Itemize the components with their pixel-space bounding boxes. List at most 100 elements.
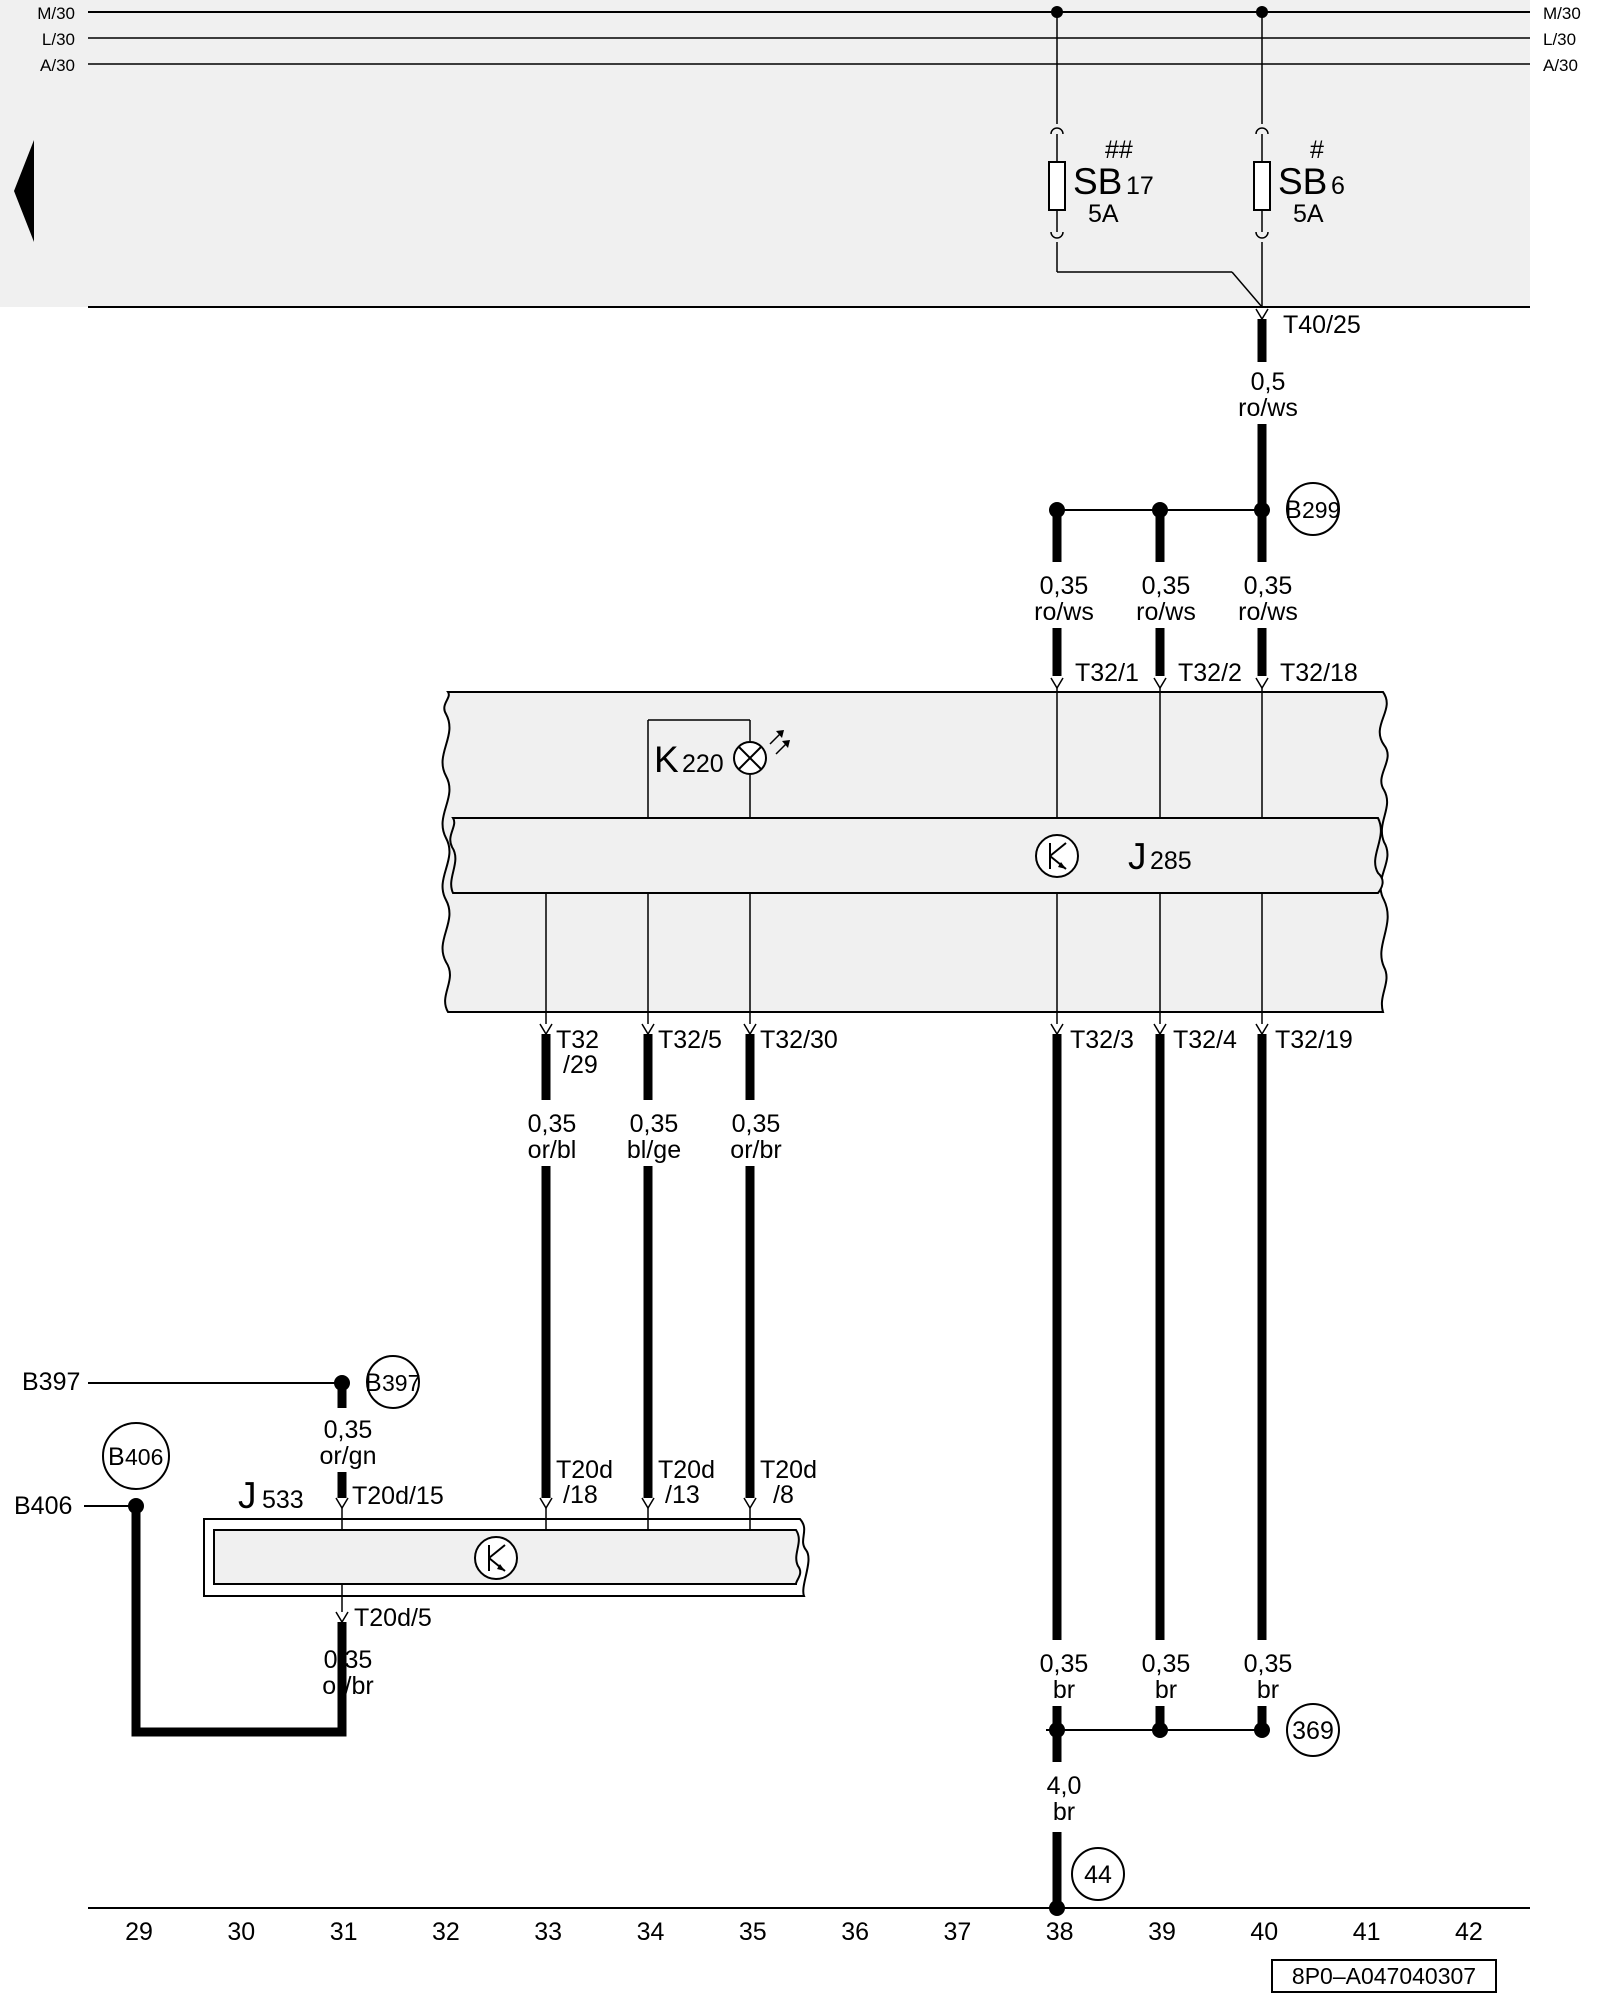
gateway-j533: B397 B 397 0,35 or/gn B 406 B406 T20d/15…: [14, 1355, 817, 1737]
column-number: 42: [1455, 1918, 1483, 1946]
column-number: 33: [534, 1918, 562, 1946]
wire-35-color: or/br: [730, 1136, 781, 1164]
splice-b299-symbol: [1286, 482, 1340, 536]
lamp-k220-number: 220: [682, 750, 724, 778]
wire-38-top-color: ro/ws: [1034, 598, 1094, 626]
connector-t20d-8-label-a: T20d: [760, 1456, 817, 1484]
rail-a30-label-left: A/30: [40, 56, 75, 75]
fuse-sb17-id: SB: [1073, 161, 1122, 202]
fuse-sb6-id: SB: [1278, 161, 1327, 202]
connector-t32-2-label: T32/2: [1178, 659, 1242, 687]
column-number: 35: [739, 1918, 767, 1946]
fuse-sb6: # SB 6 5A: [1253, 6, 1345, 307]
data-wires: 0,35 or/bl 0,35 bl/ge 0,35 or/br: [528, 1034, 782, 1498]
connector-t20d-15-label: T20d/15: [352, 1482, 444, 1510]
wire-31-bot-size: 0,35: [324, 1646, 373, 1674]
wire-34-size: 0,35: [630, 1110, 679, 1138]
connector-t32-4-label: T32/4: [1173, 1026, 1237, 1054]
side-label-b397: B397: [22, 1368, 80, 1396]
splice-b299-letter: B: [1285, 496, 1302, 524]
connector-t40-25-icon: [1255, 308, 1269, 321]
connector-t32-29-label-a: T32: [556, 1026, 599, 1054]
column-number: 29: [125, 1918, 153, 1946]
wire-ground-color: br: [1053, 1798, 1075, 1826]
wire-31-bot-color: or/br: [322, 1672, 373, 1700]
column-number: 32: [432, 1918, 460, 1946]
rail-m30-label-left: M/30: [37, 4, 75, 23]
wire-38-bot-color: br: [1053, 1676, 1075, 1704]
control-unit-j285-letter: J: [1128, 836, 1147, 877]
control-unit-j285: J 285: [441, 688, 1389, 1024]
column-number: 34: [637, 1918, 665, 1946]
splice-b397-symbol: [366, 1355, 420, 1409]
wire-39-bot-color: br: [1155, 1676, 1177, 1704]
splice-b397-letter: B: [365, 1369, 382, 1397]
connector-t32-1-label: T32/1: [1075, 659, 1139, 687]
side-label-b406: B406: [14, 1492, 72, 1520]
connector-t32-30-label: T32/30: [760, 1026, 838, 1054]
splice-b406-letter: B: [108, 1443, 125, 1471]
column-number: 37: [943, 1918, 971, 1946]
column-number: 36: [841, 1918, 869, 1946]
fuse-sb6-mark: #: [1310, 136, 1324, 164]
previous-page-arrow-icon[interactable]: [14, 140, 34, 242]
warning-lamp-k220: K 220: [647, 719, 790, 818]
wire-main-color: ro/ws: [1238, 394, 1298, 422]
figure-code: 8P0–A047040307: [1292, 1963, 1476, 1989]
upper-branch-wires: 0,35 ro/ws 0,35 ro/ws 0,35 ro/ws T32/1 T…: [1034, 510, 1358, 690]
supply-rails: M/30 L/30 A/30 M/30 L/30 A/30: [37, 4, 1581, 75]
connector-t32-5-label: T32/5: [658, 1026, 722, 1054]
ground-point-44-label: 44: [1084, 1861, 1112, 1889]
rail-l30-label-right: L/30: [1543, 30, 1576, 49]
fuse-panel-background: [0, 0, 1530, 307]
fuse-sb17-body: [1048, 161, 1066, 211]
fuse-sb17: ## SB 17 5A: [1048, 6, 1263, 308]
splice-b397-number: 397: [382, 1370, 420, 1396]
ground-point-44-symbol: [1071, 1847, 1125, 1901]
fuse-sb6-body: [1253, 161, 1271, 211]
ground-point-369-label: 369: [1292, 1717, 1334, 1745]
lamp-k220-letter: K: [654, 739, 679, 780]
column-number: 39: [1148, 1918, 1176, 1946]
connector-t20d-18-label-b: /18: [563, 1481, 598, 1509]
wire-39-top-size: 0,35: [1142, 572, 1191, 600]
connector-t32-18-label: T32/18: [1280, 659, 1358, 687]
wire-38-bot-size: 0,35: [1040, 1650, 1089, 1678]
column-number: 40: [1250, 1918, 1278, 1946]
wire-40-bot-color: br: [1257, 1676, 1279, 1704]
control-unit-j285-band: [449, 817, 1384, 894]
wire-33-size: 0,35: [528, 1110, 577, 1138]
column-number: 30: [227, 1918, 255, 1946]
fuse-sb17-number: 17: [1126, 172, 1154, 200]
connector-t20d-18-label-a: T20d: [556, 1456, 613, 1484]
wire-main-size: 0,5: [1251, 368, 1286, 396]
wire-33-color: or/bl: [528, 1136, 577, 1164]
wire-40-bot-size: 0,35: [1244, 1650, 1293, 1678]
fuse-sb6-rating: 5A: [1293, 200, 1324, 228]
wire-ground-size: 4,0: [1047, 1772, 1082, 1800]
figure-code-box: [1271, 1959, 1497, 1993]
splice-b406-number: 406: [125, 1444, 163, 1470]
j285-lower-connectors: T32 /29 T32/5 T32/30 T32/3 T32/4 T32/19: [539, 1023, 1353, 1079]
wire-39-bot-size: 0,35: [1142, 1650, 1191, 1678]
splice-b299: B 299: [1049, 482, 1340, 536]
wire-31-top-color: or/gn: [320, 1442, 377, 1470]
connector-t32-3-label: T32/3: [1070, 1026, 1134, 1054]
transistor-j285-icon: [1035, 834, 1079, 878]
wire-31-top-size: 0,35: [324, 1416, 373, 1444]
fuse-sb6-number: 6: [1331, 172, 1345, 200]
column-number: 38: [1046, 1918, 1074, 1946]
connector-t20d-8-label-b: /8: [773, 1481, 794, 1509]
transistor-j533-icon: [474, 1536, 518, 1580]
control-unit-j285-number: 285: [1150, 847, 1192, 875]
rail-a30-label-right: A/30: [1543, 56, 1578, 75]
wire-39-top-color: ro/ws: [1136, 598, 1196, 626]
ground-wires: 0,35 br 0,35 br 0,35 br 369 4,0 br 44: [1040, 1034, 1340, 1916]
connector-t20d-13-label-a: T20d: [658, 1456, 715, 1484]
gateway-j533-number: 533: [262, 1486, 304, 1514]
wire-40-top-color: ro/ws: [1238, 598, 1298, 626]
rail-l30-label-left: L/30: [42, 30, 75, 49]
fuse-sb17-rating: 5A: [1088, 200, 1119, 228]
